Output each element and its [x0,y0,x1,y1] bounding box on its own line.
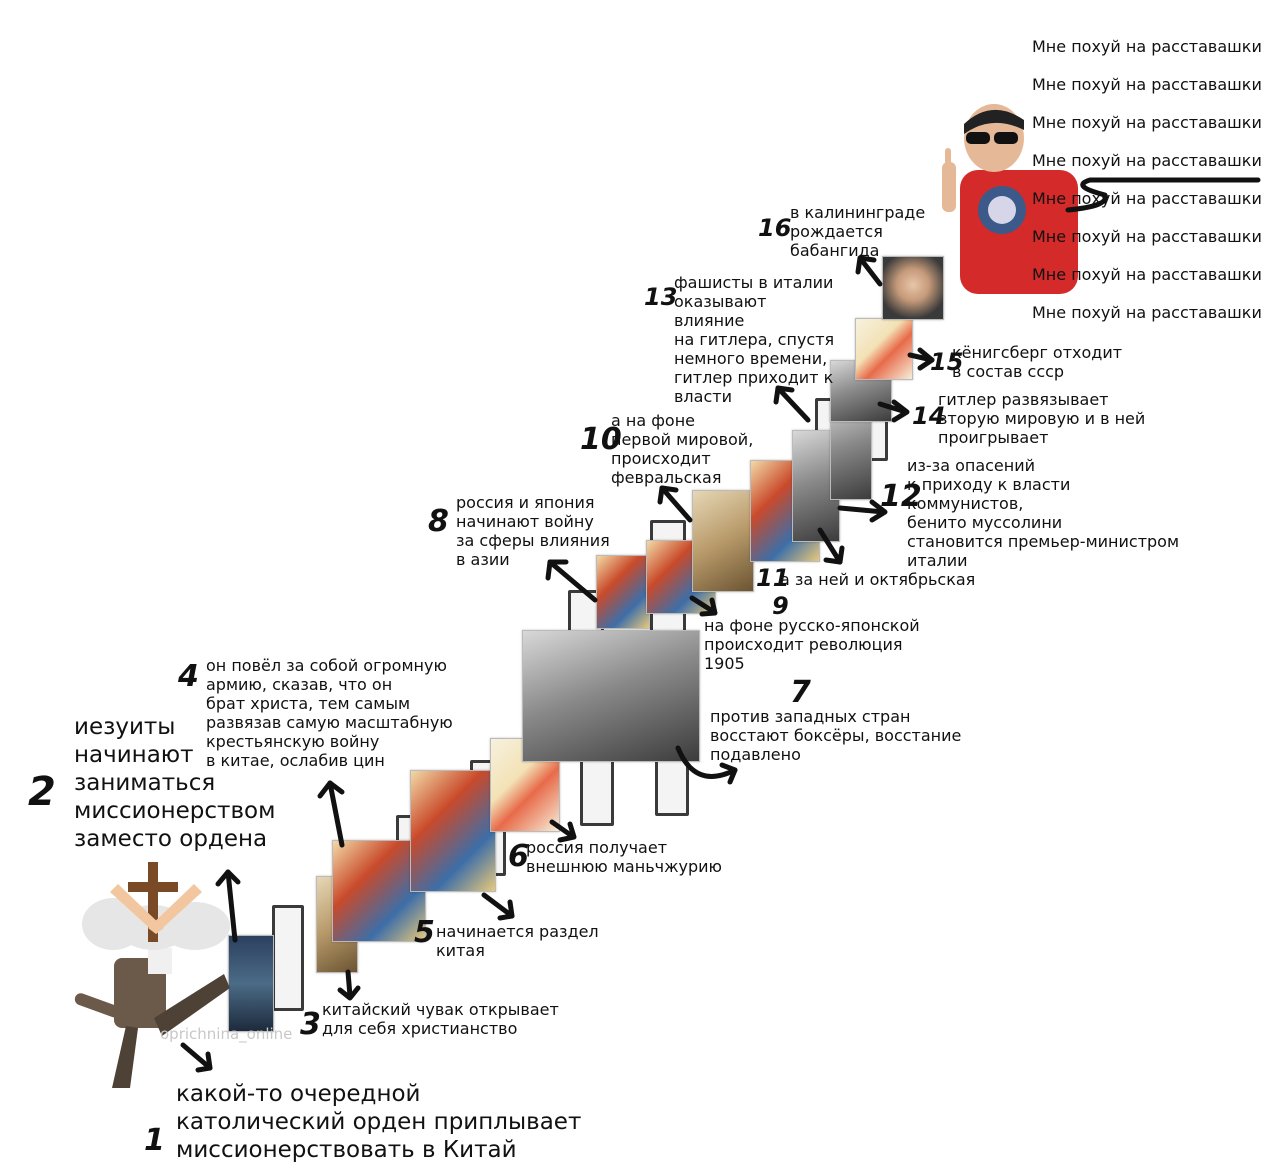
caption-12: из-за опасений к приходу к власти коммун… [907,456,1180,570]
konigsberg-map-image [855,318,913,380]
sunglasses-person-icon [932,100,1078,294]
repeated-line: Мне похуй на расставашки [1032,75,1262,94]
step-number-4: 4 [178,659,199,694]
repeated-line: Мне похуй на расставашки [1032,265,1262,284]
caption-6: россия получает внешнюю маньчжурию [526,838,722,876]
caption-15: кёнигсберг отходит в состав ссср [952,343,1123,381]
caption-11: а за ней и октябрьская [780,570,976,589]
speech-tail-icon [1065,177,1261,213]
step-number-2: 2 [28,769,56,815]
repeated-line: Мне похуй на расставашки [1032,113,1262,132]
step-number-13: 13 [644,283,678,311]
step-number-16: 16 [758,214,792,242]
china-partition-cartoon-image [410,770,496,892]
arrow-icon [659,485,693,523]
watermark: oprichnina_online [160,1025,293,1043]
arrow-icon [675,745,738,779]
step-number-3: 3 [300,1007,321,1042]
caption-4: он повёл за собой огромную армию, сказав… [206,656,453,770]
caption-7: против западных стран восстают боксёры, … [710,707,962,764]
arrow-icon [817,527,843,565]
cross-icon [108,858,204,948]
step-number-9: 9 [772,592,789,620]
caption-3: китайский чувак открывает для себя христ… [322,1000,559,1038]
repeated-line: Мне похуй на расставашки [1032,37,1262,56]
arrow-icon [225,869,238,943]
arrow-icon [481,892,515,919]
repeated-line: Мне похуй на расставашки [1032,189,1262,208]
kicking-man-image [74,948,234,1098]
arrow-icon [549,819,575,839]
babangida-face-image [882,256,944,320]
repeated-line: Мне похуй на расставашки [1032,151,1262,170]
step-number-8: 8 [428,504,449,539]
caption-16: в калининграде рождается бабангида [790,203,926,260]
hands-icon [110,884,164,934]
arrow-icon [775,385,811,423]
repeated-text-block: Мне похуй на расставашки Мне похуй на ра… [1032,18,1262,341]
step-number-10: 10 [580,422,622,457]
boxer-rebellion-photo-image [522,630,700,762]
arrow-icon [857,255,883,287]
step-number-6: 6 [508,839,529,874]
caption-13: фашисты в италии оказывают влияние на ги… [674,273,835,406]
caption-5: начинается раздел китая [436,922,599,960]
arrow-icon [837,505,887,515]
repeated-line: Мне похуй на расставашки [1032,227,1262,246]
caption-2: иезуиты начинают заниматься миссионерств… [74,714,276,852]
russo-japanese-war-image [596,555,650,629]
arrow-icon [327,780,345,848]
step-number-1: 1 [144,1123,165,1158]
caption-14: гитлер развязывает вторую мировую и в не… [938,390,1146,447]
step-number-5: 5 [414,915,435,950]
portrait-jesuit-image [228,935,274,1032]
caption-1: какой-то очередной католический орден пр… [176,1081,582,1163]
arrow-icon [180,1042,213,1071]
arrow-icon [345,969,353,999]
repeated-line: Мне похуй на расставашки [1032,303,1262,322]
step-number-14: 14 [912,402,946,430]
arrow-icon [547,559,598,603]
caption-9: на фоне русско-японской происходит револ… [704,616,920,673]
caption-8: россия и япония начинают войну за сферы … [456,493,610,569]
arrow-icon [689,595,717,615]
step-number-15: 15 [930,348,964,376]
caption-10: а на фоне первой мировой, происходит фев… [611,411,754,487]
step-number-11: 11 [756,564,790,592]
step-number-7: 7 [790,675,811,710]
step-number-12: 12 [880,479,922,514]
